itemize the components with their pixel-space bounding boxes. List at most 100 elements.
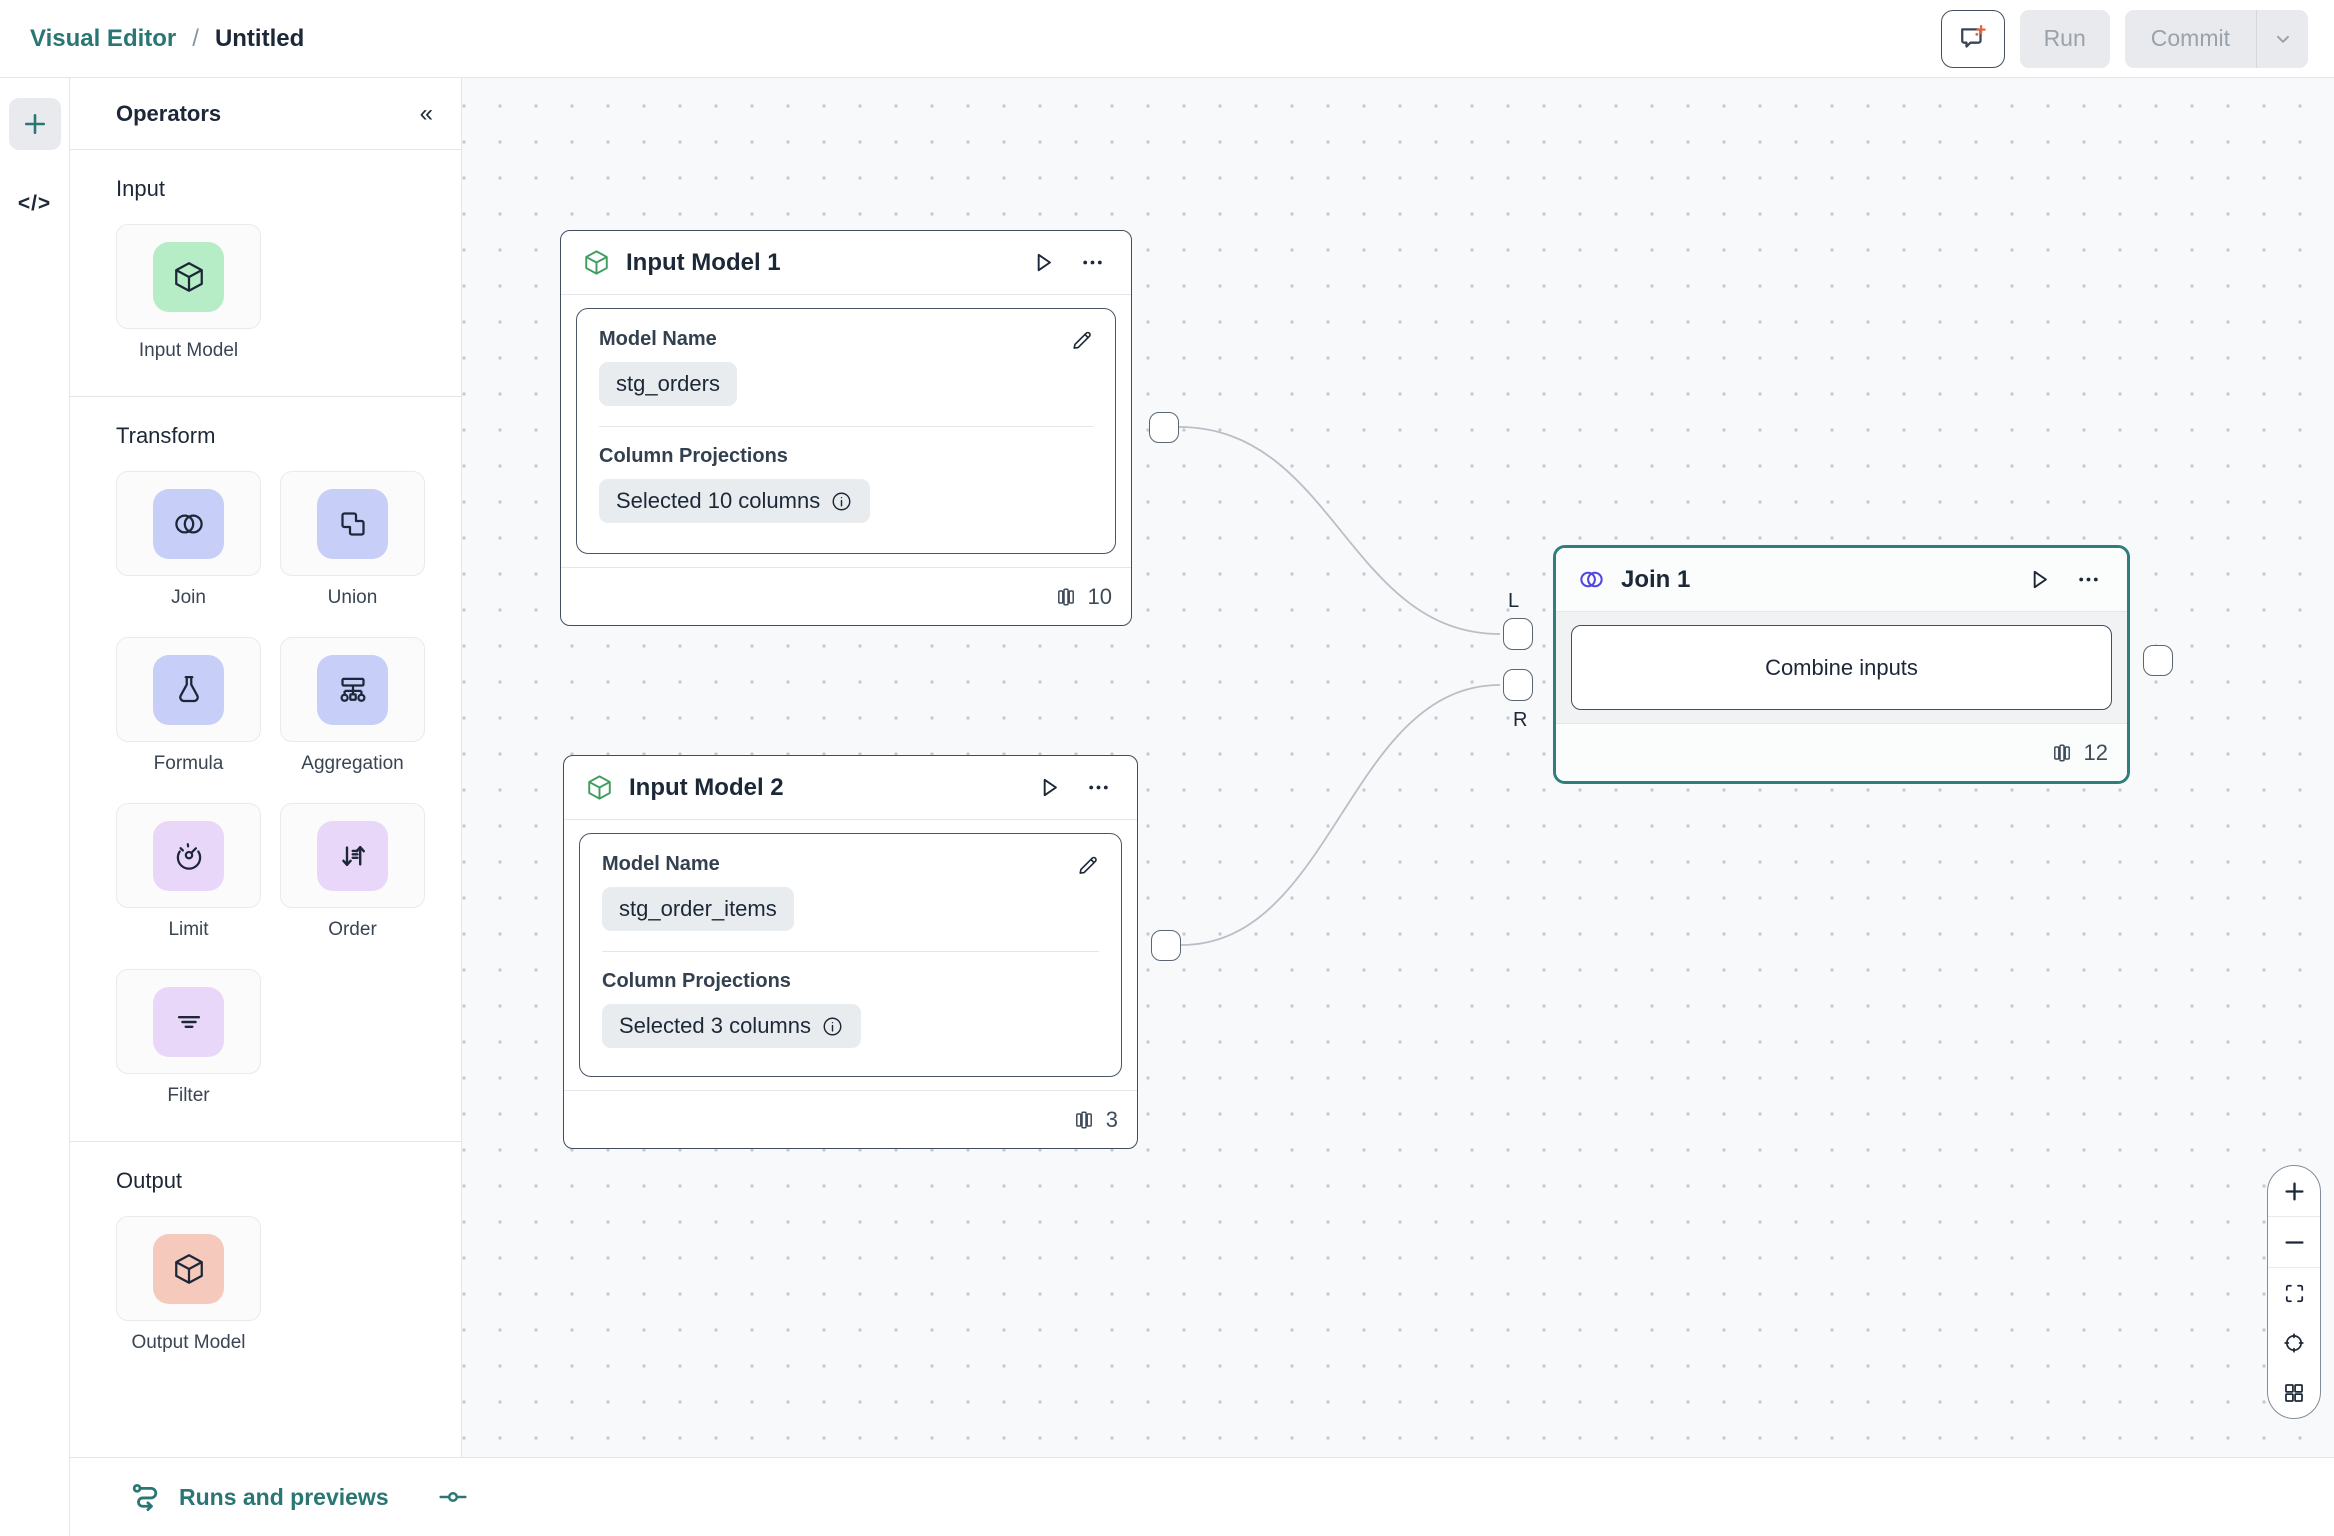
join-circles-icon bbox=[1577, 565, 1606, 594]
filter-lines-icon bbox=[153, 986, 224, 1057]
comment-sparkles-icon bbox=[1956, 22, 1990, 56]
gauge-icon bbox=[153, 820, 224, 891]
node-config-card: Model Name stg_orders Column Projections… bbox=[576, 308, 1116, 554]
ellipsis-icon bbox=[1085, 774, 1112, 801]
join-left-port-label: L bbox=[1508, 590, 1520, 612]
run-node-button[interactable] bbox=[2021, 562, 2056, 597]
cube-icon bbox=[585, 773, 614, 802]
operator-card-filter[interactable] bbox=[116, 969, 261, 1074]
node-menu-button[interactable] bbox=[1075, 245, 1110, 280]
commit-menu-button[interactable] bbox=[2256, 9, 2308, 68]
bottom-bar: Runs and previews bbox=[70, 1457, 2334, 1536]
operator-filter: Filter bbox=[116, 969, 261, 1107]
play-icon bbox=[1035, 774, 1062, 801]
operator-label: Aggregation bbox=[301, 753, 404, 774]
node-input-model-1[interactable]: Input Model 1 bbox=[560, 230, 1132, 626]
node-join-1[interactable]: Join 1 bbox=[1553, 545, 2130, 784]
operator-label: Order bbox=[328, 919, 377, 940]
port-output-join-1[interactable] bbox=[2143, 645, 2173, 676]
edit-model-name-button[interactable] bbox=[1067, 325, 1097, 355]
columns-icon bbox=[2050, 741, 2074, 765]
column-projections-chip[interactable]: Selected 3 columns bbox=[602, 1004, 861, 1048]
add-operator-button[interactable] bbox=[8, 98, 61, 150]
plus-icon bbox=[21, 110, 49, 138]
node-title: Join 1 bbox=[1621, 565, 1691, 593]
columns-icon bbox=[1072, 1108, 1096, 1132]
pencil-icon bbox=[1069, 327, 1095, 353]
model-name-label: Model Name bbox=[602, 853, 720, 875]
slider-ref-icon bbox=[437, 1481, 469, 1513]
column-projections-label: Column Projections bbox=[599, 445, 788, 467]
operator-card-formula[interactable] bbox=[116, 637, 261, 742]
operator-label: Output Model bbox=[131, 1332, 246, 1353]
recenter-button[interactable] bbox=[2268, 1318, 2320, 1368]
port-output-input-model-2[interactable] bbox=[1151, 930, 1181, 961]
top-bar: Visual Editor / Untitled Run Commit bbox=[0, 0, 2334, 78]
operator-join: Join bbox=[116, 471, 261, 609]
minimap-button[interactable] bbox=[2268, 1368, 2320, 1418]
cube-icon bbox=[153, 1233, 224, 1304]
edit-model-name-button[interactable] bbox=[1073, 850, 1103, 880]
runs-and-previews-toggle[interactable]: Runs and previews bbox=[130, 1480, 389, 1514]
run-node-button[interactable] bbox=[1025, 245, 1060, 280]
main-area: </> Operators « Input bbox=[0, 78, 2334, 1536]
zoom-in-button[interactable] bbox=[2268, 1166, 2320, 1216]
zoom-in-icon bbox=[2281, 1178, 2308, 1205]
column-count: 3 bbox=[1105, 1106, 1118, 1132]
left-icon-rail: </> bbox=[0, 78, 70, 1536]
operator-label: Limit bbox=[168, 919, 209, 940]
node-menu-button[interactable] bbox=[1081, 770, 1116, 805]
section-input: Input Input Model bbox=[70, 150, 461, 396]
breadcrumb-app-link[interactable]: Visual Editor bbox=[30, 24, 177, 52]
route-icon bbox=[130, 1480, 164, 1514]
run-node-button[interactable] bbox=[1031, 770, 1066, 805]
column-projections-chip[interactable]: Selected 10 columns bbox=[599, 479, 871, 523]
operator-card-union[interactable] bbox=[280, 471, 425, 576]
operator-card-output-model[interactable] bbox=[116, 1216, 261, 1321]
model-name-label: Model Name bbox=[599, 328, 717, 350]
join-circles-icon bbox=[153, 488, 224, 559]
operators-panel-header: Operators « bbox=[70, 78, 461, 150]
environment-ref-button[interactable] bbox=[437, 1481, 469, 1513]
breadcrumb: Visual Editor / Untitled bbox=[30, 25, 304, 53]
pencil-icon bbox=[1075, 852, 1101, 878]
code-view-button[interactable]: </> bbox=[17, 192, 52, 215]
ai-assistant-button[interactable] bbox=[1940, 9, 2005, 68]
operator-union: Union bbox=[280, 471, 425, 609]
operator-card-order[interactable] bbox=[280, 803, 425, 908]
breadcrumb-separator: / bbox=[192, 24, 199, 52]
operator-card-aggregation[interactable] bbox=[280, 637, 425, 742]
model-name-chip: stg_orders bbox=[599, 362, 737, 406]
port-join-right-input[interactable] bbox=[1503, 669, 1533, 701]
node-menu-button[interactable] bbox=[2071, 562, 2106, 597]
section-transform: Transform Join bbox=[70, 396, 461, 1141]
port-join-left-input[interactable] bbox=[1503, 618, 1533, 650]
collapse-panel-button[interactable]: « bbox=[419, 99, 433, 127]
operator-card-join[interactable] bbox=[116, 471, 261, 576]
node-title: Input Model 2 bbox=[629, 773, 784, 801]
operator-formula: Formula bbox=[116, 637, 261, 775]
workspace-row: Operators « Input bbox=[70, 78, 2334, 1457]
canvas-zoom-toolbar bbox=[2267, 1165, 2321, 1419]
operator-label: Union bbox=[327, 587, 378, 608]
operator-card-limit[interactable] bbox=[116, 803, 261, 908]
cube-icon bbox=[582, 248, 611, 277]
play-icon bbox=[1029, 249, 1056, 276]
fit-view-button[interactable] bbox=[2268, 1268, 2320, 1318]
node-config-card: Model Name stg_order_items Column Projec… bbox=[579, 833, 1122, 1077]
pipeline-canvas[interactable]: Input Model 1 bbox=[462, 78, 2334, 1457]
commit-button[interactable]: Commit bbox=[2150, 25, 2230, 51]
zoom-out-button[interactable] bbox=[2268, 1217, 2320, 1267]
section-output: Output Output Model bbox=[70, 1141, 461, 1388]
section-output-label: Output bbox=[116, 1168, 183, 1193]
port-output-input-model-1[interactable] bbox=[1149, 412, 1179, 443]
play-icon bbox=[2025, 566, 2052, 593]
combine-inputs-button[interactable]: Combine inputs bbox=[1571, 625, 2112, 710]
operator-card-input-model[interactable] bbox=[116, 224, 261, 329]
union-shapes-icon bbox=[317, 488, 388, 559]
run-button[interactable]: Run bbox=[2019, 9, 2110, 68]
operator-output-model: Output Model bbox=[116, 1216, 261, 1354]
operator-label: Join bbox=[171, 587, 206, 608]
node-input-model-2[interactable]: Input Model 2 bbox=[563, 755, 1138, 1149]
commit-split-button: Commit bbox=[2124, 9, 2308, 68]
